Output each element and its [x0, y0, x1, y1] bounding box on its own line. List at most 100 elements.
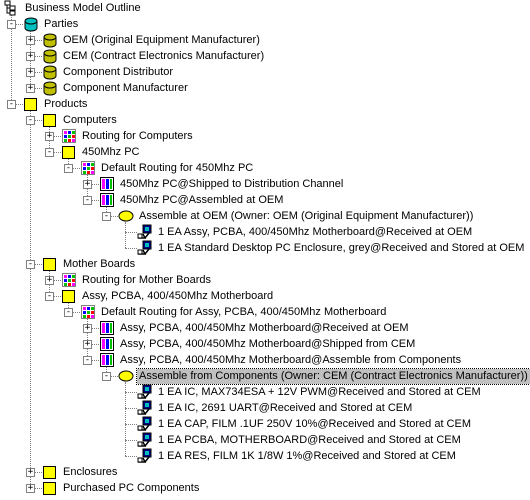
tree-node[interactable]: Computers [42, 112, 119, 128]
expand-toggle-icon[interactable]: + [26, 483, 35, 493]
tree-connector [125, 408, 137, 409]
collapse-toggle-icon[interactable]: - [7, 19, 16, 29]
tree-node-label[interactable]: 1 EA IC, 2691 UART@Received and Stored a… [158, 401, 413, 414]
tree-node[interactable]: 1 EA IC, 2691 UART@Received and Stored a… [137, 400, 414, 416]
tree-node-label[interactable]: Component Manufacturer [63, 81, 188, 94]
party-icon [42, 64, 58, 80]
expand-toggle-icon[interactable]: + [83, 339, 92, 349]
tree-node[interactable]: 1 EA RES, FILM 1K 1/8W 1%@Received and S… [137, 448, 458, 464]
collapse-toggle-icon[interactable]: - [64, 163, 73, 173]
component-icon [137, 240, 153, 256]
assemble-icon [118, 208, 134, 224]
tree-node-label-selected[interactable]: Assemble from Components (Owner: CEM (Co… [136, 367, 530, 385]
tree-connector [125, 248, 137, 249]
tree-node[interactable]: 1 EA PCBA, MOTHERBOARD@Received and Stor… [137, 432, 463, 448]
tree-node[interactable]: 1 EA IC, MAX734ESA + 12V PWM@Received an… [137, 384, 483, 400]
component-icon [137, 224, 153, 240]
collapse-toggle-icon[interactable]: - [45, 291, 54, 301]
tree-node-label[interactable]: CEM (Contract Electronics Manufacturer) [63, 49, 265, 62]
tree-node-label[interactable]: Assy, PCBA, 400/450Mhz Motherboard@Shipp… [120, 337, 416, 350]
tree-node-label[interactable]: Purchased PC Components [63, 481, 200, 494]
folder-icon [61, 288, 77, 304]
tree-node-label[interactable]: OEM (Original Equipment Manufacturer) [63, 33, 260, 46]
tree-node[interactable]: Assemble at OEM (Owner: OEM (Original Eq… [118, 208, 475, 224]
step-icon [99, 192, 115, 208]
collapse-toggle-icon[interactable]: - [45, 147, 54, 157]
tree-node[interactable]: Assy, PCBA, 400/450Mhz Motherboard@Shipp… [99, 336, 417, 352]
tree-node-label[interactable]: 1 EA PCBA, MOTHERBOARD@Received and Stor… [158, 433, 461, 446]
folder-icon [42, 112, 58, 128]
tree-node-label[interactable]: 1 EA Assy, PCBA, 400/450Mhz Motherboard@… [158, 225, 473, 238]
tree-node-label[interactable]: 450Mhz PC@Shipped to Distribution Channe… [120, 177, 344, 190]
tree-node[interactable]: Assemble from Components (Owner: CEM (Co… [118, 367, 530, 385]
tree-node-label[interactable]: 450Mhz PC [82, 145, 140, 158]
tree-node-label[interactable]: Default Routing for 450Mhz PC [101, 161, 254, 174]
tree-node-label[interactable]: Assy, PCBA, 400/450Mhz Motherboard@Recei… [120, 321, 409, 334]
tree-node-label[interactable]: Routing for Mother Boards [82, 273, 212, 286]
tree-node-label[interactable]: 450Mhz PC@Assembled at OEM [120, 193, 284, 206]
collapse-toggle-icon[interactable]: - [64, 307, 73, 317]
tree-connector [125, 456, 137, 457]
tree-node[interactable]: Component Manufacturer [42, 80, 190, 96]
tree-node-label[interactable]: 1 EA RES, FILM 1K 1/8W 1%@Received and S… [158, 449, 456, 462]
step-icon [99, 176, 115, 192]
tree-node[interactable]: Component Distributor [42, 64, 175, 80]
tree-node[interactable]: Assy, PCBA, 400/450Mhz Motherboard@Recei… [99, 320, 411, 336]
tree-node-label[interactable]: Computers [63, 113, 117, 126]
folder-icon [61, 144, 77, 160]
tree-node-label[interactable]: Mother Boards [63, 257, 136, 270]
expand-toggle-icon[interactable]: + [26, 51, 35, 61]
tree-node-label[interactable]: Parties [44, 17, 79, 30]
tree-node-label[interactable]: 1 EA CAP, FILM .1UF 250V 10%@Received an… [158, 417, 472, 430]
tree-node[interactable]: Default Routing for 450Mhz PC [80, 160, 255, 176]
tree-node[interactable]: 1 EA Standard Desktop PC Enclosure, grey… [137, 240, 526, 256]
expand-toggle-icon[interactable]: + [45, 131, 54, 141]
tree-node[interactable]: Assy, PCBA, 400/450Mhz Motherboard@Assem… [99, 352, 463, 368]
collapse-toggle-icon[interactable]: - [26, 115, 35, 125]
tree-node-label[interactable]: Assemble at OEM (Owner: OEM (Original Eq… [139, 209, 474, 222]
tree-node[interactable]: 1 EA CAP, FILM .1UF 250V 10%@Received an… [137, 416, 473, 432]
tree-node[interactable]: OEM (Original Equipment Manufacturer) [42, 32, 262, 48]
tree-node-label[interactable]: Routing for Computers [82, 129, 193, 142]
tree-node[interactable]: Enclosures [42, 464, 119, 480]
collapse-toggle-icon[interactable]: - [7, 99, 16, 109]
tree-node[interactable]: 450Mhz PC [61, 144, 141, 160]
collapse-toggle-icon[interactable]: - [102, 371, 111, 381]
component-icon [137, 384, 153, 400]
tree-node[interactable]: Parties [23, 16, 80, 32]
tree-node[interactable]: Default Routing for Assy, PCBA, 400/450M… [80, 304, 388, 320]
tree-node[interactable]: Assy, PCBA, 400/450Mhz Motherboard [61, 288, 275, 304]
collapse-toggle-icon[interactable]: - [102, 211, 111, 221]
expand-toggle-icon[interactable]: + [26, 67, 35, 77]
expand-toggle-icon[interactable]: + [26, 83, 35, 93]
tree-node-label[interactable]: Assy, PCBA, 400/450Mhz Motherboard [82, 289, 274, 302]
expand-toggle-icon[interactable]: + [26, 35, 35, 45]
tree-node[interactable]: 1 EA Assy, PCBA, 400/450Mhz Motherboard@… [137, 224, 474, 240]
collapse-toggle-icon[interactable]: - [83, 195, 92, 205]
expand-toggle-icon[interactable]: + [83, 323, 92, 333]
tree-node[interactable]: 450Mhz PC@Shipped to Distribution Channe… [99, 176, 345, 192]
collapse-toggle-icon[interactable]: - [83, 355, 92, 365]
tree-node-label[interactable]: Products [44, 97, 88, 110]
tree-node-label[interactable]: 1 EA Standard Desktop PC Enclosure, grey… [158, 241, 525, 254]
tree-node-label[interactable]: Component Distributor [63, 65, 174, 78]
tree-node[interactable]: CEM (Contract Electronics Manufacturer) [42, 48, 266, 64]
tree-node[interactable]: Purchased PC Components [42, 480, 201, 496]
tree-node-label[interactable]: 1 EA IC, MAX734ESA + 12V PWM@Received an… [158, 385, 481, 398]
tree-node[interactable]: Business Model Outline [4, 0, 143, 16]
tree-node[interactable]: Products [23, 96, 89, 112]
tree-node[interactable]: Routing for Mother Boards [61, 272, 213, 288]
tree-node-label[interactable]: Enclosures [63, 465, 118, 478]
expand-toggle-icon[interactable]: + [26, 467, 35, 477]
expand-toggle-icon[interactable]: + [45, 275, 54, 285]
expand-toggle-icon[interactable]: + [83, 179, 92, 189]
tree-node[interactable]: Mother Boards [42, 256, 137, 272]
tree-connector [125, 424, 137, 425]
tree-node-label[interactable]: Default Routing for Assy, PCBA, 400/450M… [101, 305, 387, 318]
tree-node-label[interactable]: Business Model Outline [25, 1, 141, 14]
tree-node[interactable]: Routing for Computers [61, 128, 195, 144]
tree-node-label[interactable]: Assy, PCBA, 400/450Mhz Motherboard@Assem… [120, 353, 462, 366]
tree-node[interactable]: 450Mhz PC@Assembled at OEM [99, 192, 285, 208]
collapse-toggle-icon[interactable]: - [26, 259, 35, 269]
